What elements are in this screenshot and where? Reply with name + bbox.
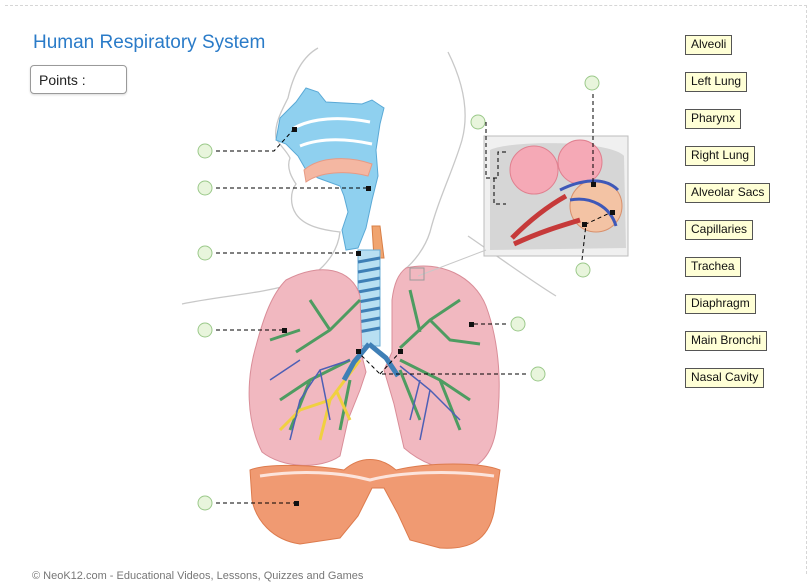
label-alveolar-sacs[interactable]: Alveolar Sacs (685, 183, 771, 203)
label-main-bronchi[interactable]: Main Bronchi (685, 331, 768, 351)
drop-target-diaphragm[interactable] (197, 495, 213, 511)
drop-target-capillaries[interactable] (575, 262, 591, 278)
label-capillaries[interactable]: Capillaries (685, 220, 754, 240)
drop-target-main-bronchi[interactable] (530, 366, 546, 382)
drop-target-alveoli[interactable] (584, 75, 600, 91)
label-right-lung[interactable]: Right Lung (685, 146, 756, 166)
drop-target-pharynx-upper[interactable] (197, 180, 213, 196)
label-alveoli[interactable]: Alveoli (685, 35, 733, 55)
drop-target-pharynx[interactable] (197, 245, 213, 261)
page-frame (5, 5, 807, 574)
nasal-airway (275, 87, 385, 259)
label-pharynx[interactable]: Pharynx (685, 109, 742, 129)
drop-target-left-lung[interactable] (510, 316, 526, 332)
label-diaphragm[interactable]: Diaphragm (685, 294, 756, 314)
diaphragm (249, 459, 501, 549)
drop-target-right-lung[interactable] (197, 322, 213, 338)
drop-target-nasal[interactable] (197, 143, 213, 159)
label-nasal-cavity[interactable]: Nasal Cavity (685, 368, 765, 388)
anchor-dots (282, 127, 615, 506)
page-title: Human Respiratory System (33, 32, 266, 53)
label-bank: Alveoli Left Lung Pharynx Right Lung Alv… (685, 35, 771, 405)
main-bronchi (341, 342, 401, 382)
alveoli-inset (409, 135, 629, 281)
left-lung (383, 265, 500, 471)
label-trachea[interactable]: Trachea (685, 257, 741, 277)
points-label: Points : (39, 72, 86, 88)
drop-target-alveolar-sacs[interactable] (470, 114, 486, 130)
label-left-lung[interactable]: Left Lung (685, 72, 748, 92)
drop-targets[interactable] (197, 75, 600, 511)
right-lung (248, 269, 367, 466)
footer-text: © NeoK12.com - Educational Videos, Lesso… (32, 570, 364, 582)
points-box: Points : (30, 65, 127, 94)
